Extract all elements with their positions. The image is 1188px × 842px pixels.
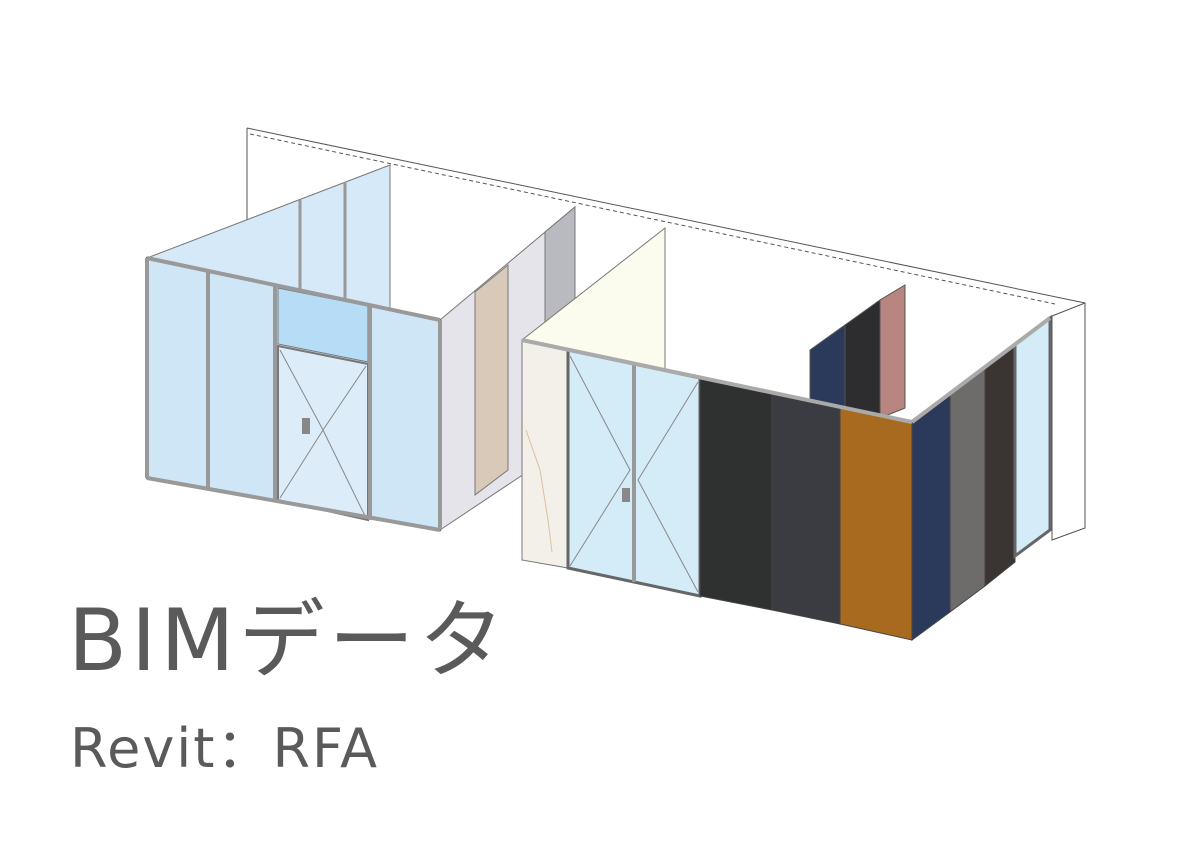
navy-back-panel [809,324,846,411]
rose-panel [879,284,906,419]
left-room-mullions [145,256,442,532]
right-side-glass-door [1013,315,1052,559]
beige-panel [474,263,509,497]
door-handle [302,418,310,434]
grey-panel-right [949,367,986,613]
marble-vein [525,429,553,553]
dark-stone-panel [699,377,773,611]
wood-panel [839,407,913,641]
black-panel [844,299,881,419]
end-wall-panel [1051,302,1086,541]
door-swing-lines [279,349,367,519]
top-frame-side [910,316,1052,424]
right-door-swing-lines [569,355,699,593]
navy-panel [911,393,951,641]
right-room-front-marble [521,339,569,569]
slate-panel [771,392,841,625]
page-subtitle: Revit：RFA [70,717,380,780]
top-frame [521,338,913,424]
door-handle [622,488,630,502]
dark-brown-panel [984,342,1016,588]
page-title: BIMデータ [68,591,509,691]
